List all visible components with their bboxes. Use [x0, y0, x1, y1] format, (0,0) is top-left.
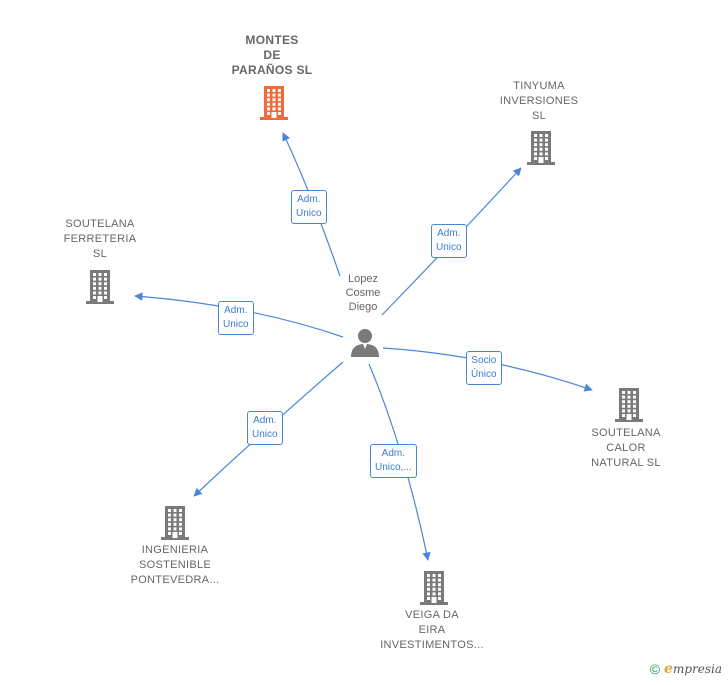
person-icon: [351, 329, 379, 357]
relation-label-ingenieria[interactable]: Adm.Unico: [247, 411, 283, 445]
building-icon: [161, 506, 189, 540]
building-icon: [615, 388, 643, 422]
building-icon: [420, 571, 448, 605]
copyright-icon: ©: [649, 661, 661, 677]
building-icon: [527, 131, 555, 165]
relation-label-tinyuma[interactable]: Adm.Unico: [431, 224, 467, 258]
relation-label-veiga[interactable]: Adm.Unico,...: [370, 444, 417, 478]
relation-label-soutelana-ferreteria[interactable]: Adm.Unico: [218, 301, 254, 335]
building-icon: [86, 270, 114, 304]
building-icon: [260, 86, 288, 120]
relation-label-montes[interactable]: Adm.Unico: [291, 190, 327, 224]
footer-brand: © empresia: [650, 661, 722, 677]
brand-logo: empresia: [664, 661, 722, 677]
